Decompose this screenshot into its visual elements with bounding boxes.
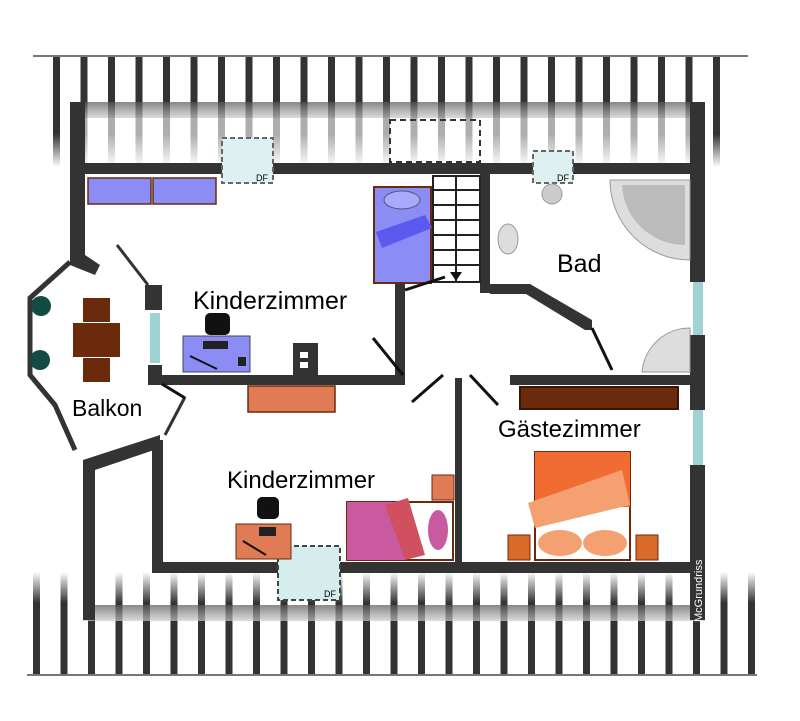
- bed-blue: [373, 186, 432, 284]
- bed-magenta: [346, 498, 454, 561]
- desk-blue: [182, 335, 251, 373]
- roof-edge-bottom: [27, 674, 757, 676]
- desk-orange: [235, 523, 292, 560]
- roof-rafter: [473, 572, 480, 675]
- roof-rafter: [528, 572, 535, 675]
- roof-rafter: [583, 572, 590, 675]
- walls: [27, 102, 705, 620]
- balcony-table: [73, 298, 120, 382]
- roof-rafter: [335, 572, 343, 675]
- roof-rafter: [748, 572, 755, 675]
- roof-rafter: [500, 572, 508, 675]
- roof-rafter: [225, 572, 233, 675]
- roof-hatching-bottom: [33, 572, 755, 675]
- room-label-kinderzimmer-2: Kinderzimmer: [227, 467, 375, 494]
- roof-rafter: [445, 572, 453, 675]
- room-label-bad: Bad: [557, 250, 601, 278]
- wardrobe-brown: [519, 386, 679, 410]
- dresser-orange: [247, 385, 336, 413]
- skylight-1: DF: [221, 137, 274, 184]
- roof-rafter: [88, 572, 95, 675]
- doors: [161, 275, 614, 407]
- roof-rafter: [665, 572, 673, 675]
- corner-sink: [641, 327, 691, 373]
- window-kinderzimmer: [150, 313, 160, 363]
- roof-edge-top: [33, 55, 748, 57]
- attic-space-top: [85, 118, 690, 163]
- room-label-balkon: Balkon: [72, 395, 142, 421]
- room-label-gaestezimmer: Gästezimmer: [498, 416, 641, 443]
- bidet: [497, 223, 519, 255]
- svg-text:DF: DF: [557, 173, 569, 183]
- plant-icon: [31, 296, 51, 316]
- roof-rafter: [638, 572, 645, 675]
- plant-icon: [30, 350, 50, 370]
- eave-band-bottom: [83, 605, 705, 621]
- roof-rafter: [115, 572, 123, 675]
- desk-chair: [257, 497, 279, 519]
- room-label-kinderzimmer-1: Kinderzimmer: [193, 287, 347, 315]
- roof-rafter: [390, 572, 398, 675]
- toilet: [541, 183, 563, 205]
- roof-rafter: [418, 572, 425, 675]
- roof-rafter: [720, 572, 728, 675]
- roof-rafter: [555, 572, 563, 675]
- window-gaestezimmer: [693, 410, 703, 465]
- eave-band-top: [70, 102, 705, 118]
- roof-rafter: [53, 57, 60, 167]
- double-bed-orange: [507, 451, 659, 561]
- roof-rafter: [308, 572, 315, 675]
- roof-rafter: [33, 572, 40, 675]
- roof-rafter: [280, 572, 288, 675]
- roof-rafter: [713, 57, 720, 167]
- roof-rafter: [363, 572, 370, 675]
- roof-rafter: [693, 572, 700, 675]
- skylight-2: DF: [532, 150, 574, 184]
- desk-chair: [205, 313, 230, 335]
- roof-rafter: [610, 572, 618, 675]
- roof-rafter: [198, 572, 205, 675]
- svg-text:DF: DF: [256, 173, 268, 183]
- roof-rafter: [170, 572, 178, 675]
- corner-bathtub: [609, 179, 691, 261]
- window-bad: [693, 282, 703, 335]
- watermark-mcgrundriss: McGrundriss: [693, 559, 705, 622]
- roof-rafter: [143, 572, 150, 675]
- roof-rafter: [60, 572, 68, 675]
- roof-rafter: [253, 572, 260, 675]
- stair-direction-arrow-icon: [450, 272, 462, 281]
- svg-text:DF: DF: [324, 589, 336, 599]
- nightstand: [431, 474, 455, 501]
- wardrobe-blue: [87, 177, 217, 205]
- staircase: [389, 119, 481, 283]
